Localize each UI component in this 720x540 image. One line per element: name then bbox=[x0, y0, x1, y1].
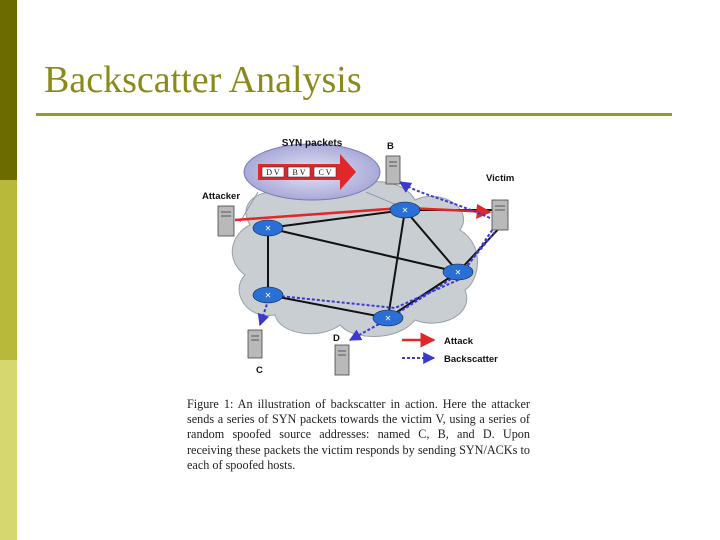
sidebar-band-dark bbox=[0, 0, 17, 180]
router-icon: ✕ bbox=[442, 263, 474, 281]
victim-server-icon bbox=[491, 199, 509, 231]
router-icon: ✕ bbox=[389, 201, 421, 219]
packet-2-label: B V bbox=[293, 168, 306, 177]
d-label: D bbox=[333, 333, 340, 344]
attacker-server-icon bbox=[217, 205, 235, 237]
packet-3-label: C V bbox=[319, 168, 332, 177]
network-cloud bbox=[231, 180, 478, 337]
syn-packets-label: SYN packets bbox=[282, 138, 343, 149]
packet-1-label: D V bbox=[266, 168, 280, 177]
b-label: B bbox=[387, 141, 394, 152]
svg-text:✕: ✕ bbox=[265, 224, 272, 233]
svg-text:✕: ✕ bbox=[402, 206, 409, 215]
legend: Attack Backscatter bbox=[402, 332, 498, 365]
svg-text:✕: ✕ bbox=[385, 314, 392, 323]
router-icon: ✕ bbox=[252, 286, 284, 304]
router-icon: ✕ bbox=[252, 219, 284, 237]
sidebar-band-mid bbox=[0, 180, 17, 360]
legend-attack-label: Attack bbox=[444, 336, 474, 347]
sidebar-band-light bbox=[0, 360, 17, 540]
router-icon: ✕ bbox=[372, 309, 404, 327]
slide-title: Backscatter Analysis bbox=[44, 59, 362, 101]
backscatter-diagram: D V B V C V SYN packets ✕ ✕ ✕ bbox=[202, 138, 514, 376]
svg-text:✕: ✕ bbox=[265, 291, 272, 300]
syn-packets-callout: D V B V C V SYN packets bbox=[239, 138, 405, 223]
d-server-icon bbox=[334, 344, 350, 376]
backscatter-paths bbox=[257, 181, 499, 341]
c-server-icon bbox=[247, 329, 263, 359]
b-server-icon bbox=[385, 155, 401, 185]
svg-text:✕: ✕ bbox=[455, 268, 462, 277]
attacker-label: Attacker bbox=[202, 191, 240, 202]
title-underline bbox=[36, 113, 672, 116]
legend-backscatter-label: Backscatter bbox=[444, 354, 498, 365]
figure-caption: Figure 1: An illustration of backscatter… bbox=[187, 397, 530, 472]
victim-label: Victim bbox=[486, 173, 514, 184]
c-label: C bbox=[256, 365, 263, 376]
